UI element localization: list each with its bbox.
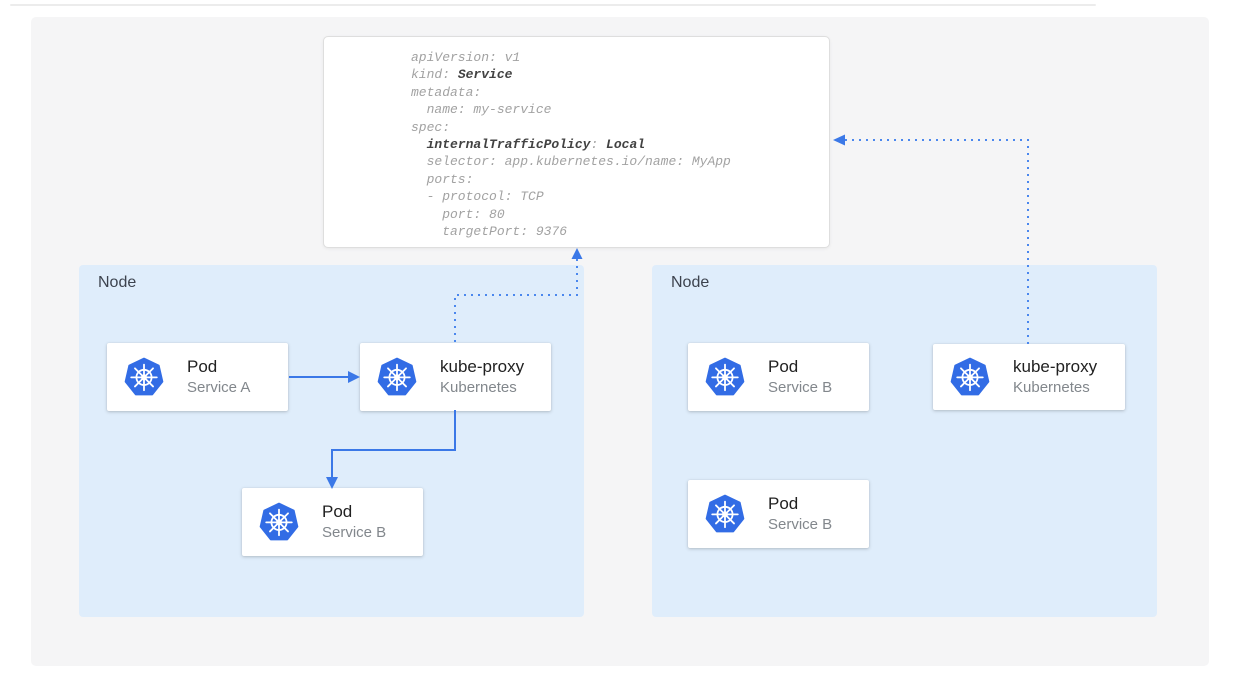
node-label: Node [671, 274, 710, 291]
node-box-left: Node [79, 265, 584, 617]
card-title: Pod [768, 494, 799, 513]
card-title: Pod [768, 357, 799, 376]
kubernetes-icon [124, 357, 164, 397]
kubernetes-icon [705, 357, 745, 397]
kubernetes-icon [377, 357, 417, 397]
kubernetes-icon [705, 494, 745, 534]
node-box-right: Node [652, 265, 1157, 617]
card-title: kube-proxy [440, 357, 525, 376]
pod-card-service-b-right-top: Pod Service B [688, 343, 869, 411]
kube-proxy-card-right: kube-proxy Kubernetes [933, 344, 1125, 410]
header-divider [10, 4, 1096, 6]
card-title: kube-proxy [1013, 357, 1098, 376]
card-subtitle: Service B [322, 524, 387, 541]
card-subtitle: Kubernetes [1013, 379, 1090, 396]
card-title: Pod [322, 502, 353, 521]
card-subtitle: Kubernetes [440, 379, 517, 396]
pod-card-service-b-right-bottom: Pod Service B [688, 480, 869, 548]
card-subtitle: Service A [187, 379, 251, 396]
node-label: Node [98, 274, 137, 291]
pod-card-service-b-left: Pod Service B [242, 488, 423, 556]
kube-proxy-card-left: kube-proxy Kubernetes [360, 343, 551, 411]
card-title: Pod [187, 357, 218, 376]
card-subtitle: Service B [768, 516, 833, 533]
card-subtitle: Service B [768, 379, 833, 396]
pod-card-service-a: Pod Service A [107, 343, 288, 411]
kubernetes-icon [950, 357, 990, 397]
kubernetes-icon [259, 502, 299, 542]
